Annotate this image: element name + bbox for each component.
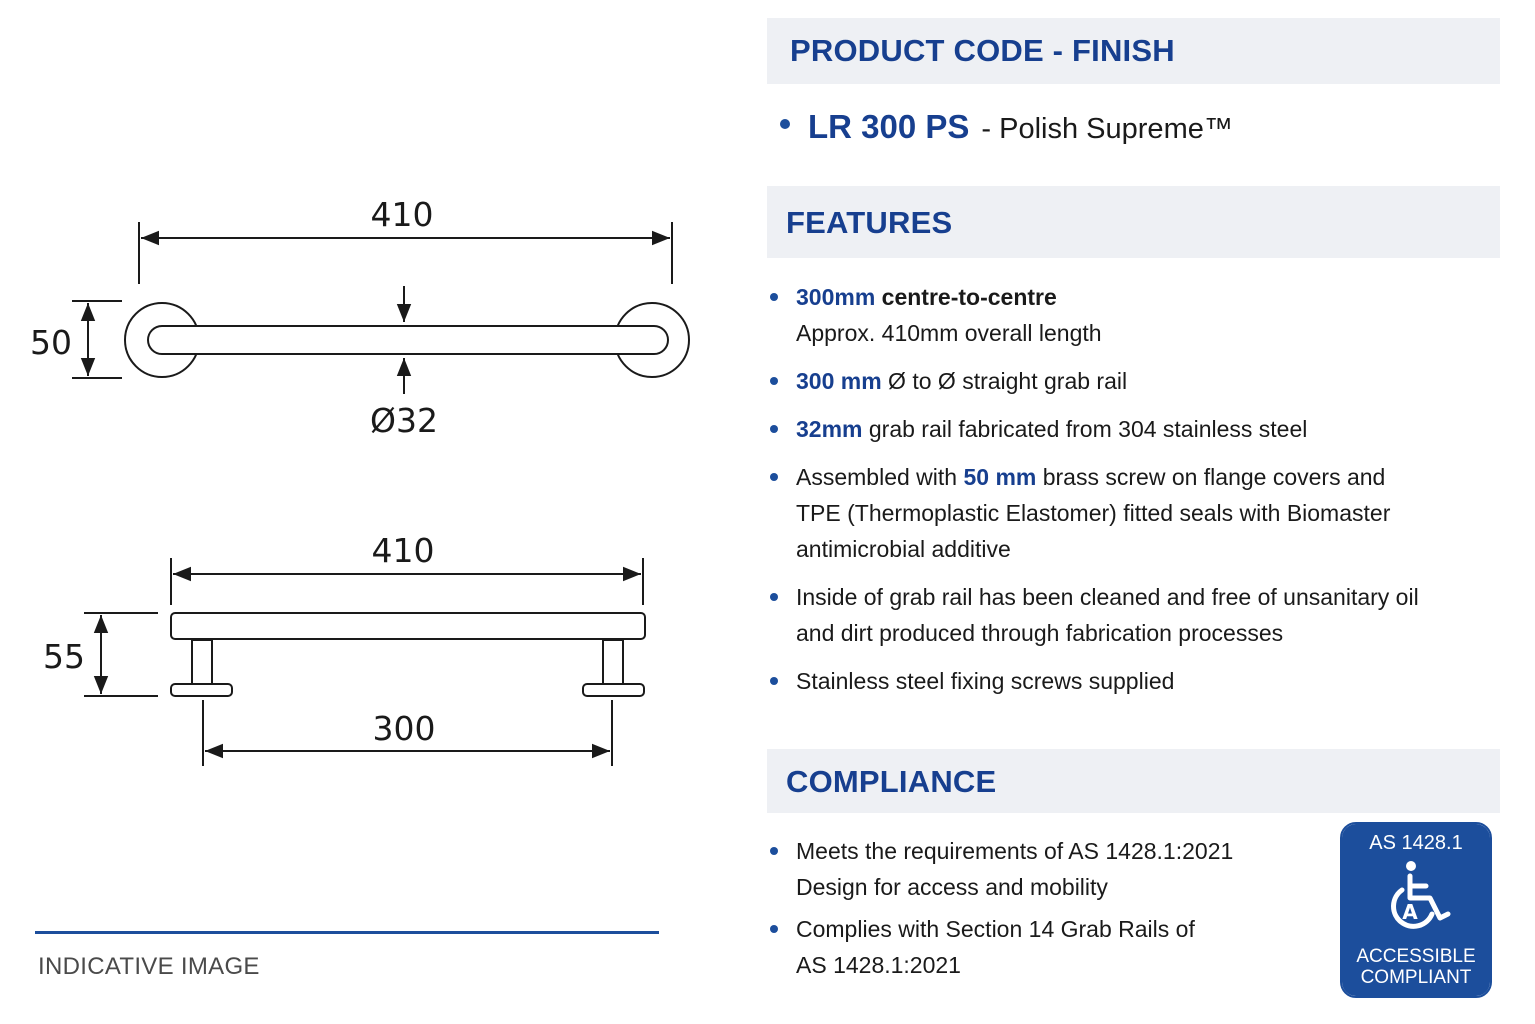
item-text: Ø to Ø straight grab rail xyxy=(881,368,1128,394)
compliance-list: Meets the requirements of AS 1428.1:2021… xyxy=(768,833,1288,989)
top-view xyxy=(72,222,690,394)
wheelchair-icon: A xyxy=(1391,861,1451,929)
item-text: Stainless steel fixing screws supplied xyxy=(796,668,1175,694)
centre-to-centre-label: 300 xyxy=(373,709,436,748)
list-item: 32mm grab rail fabricated from 304 stain… xyxy=(768,411,1468,447)
item-text: Meets the requirements of AS 1428.1:2021 xyxy=(796,838,1234,864)
item-text: antimicrobial additive xyxy=(796,536,1011,562)
item-text: Inside of grab rail has been cleaned and… xyxy=(796,584,1419,610)
item-text: TPE (Thermoplastic Elastomer) fitted sea… xyxy=(796,500,1391,526)
list-item: 300 mm Ø to Ø straight grab rail xyxy=(768,363,1468,399)
side-view xyxy=(84,558,646,766)
compliance-heading: COMPLIANCE xyxy=(786,764,997,799)
item-text: Complies with Section 14 Grab Rails of xyxy=(796,916,1195,942)
highlight: 32mm xyxy=(796,416,863,442)
side-length-label: 410 xyxy=(372,531,435,570)
indicative-image-label: INDICATIVE IMAGE xyxy=(38,953,260,980)
highlight: 300mm xyxy=(796,284,876,310)
list-item: 300mm centre-to-centre Approx. 410mm ove… xyxy=(768,279,1468,351)
footer-divider xyxy=(35,931,659,934)
badge-line-1: ACCESSIBLE xyxy=(1356,946,1476,967)
compliance-header: COMPLIANCE xyxy=(767,749,1500,813)
projection-label: 55 xyxy=(43,637,85,676)
badge-letter: A xyxy=(1402,900,1418,924)
right-base-plate xyxy=(582,683,645,697)
list-item: Assembled with 50 mm brass screw on flan… xyxy=(768,459,1468,567)
item-text: Approx. 410mm overall length xyxy=(796,320,1102,346)
flange-height-label: 50 xyxy=(30,323,72,362)
item-text: grab rail fabricated from 304 stainless … xyxy=(862,416,1308,442)
list-item: Stainless steel fixing screws supplied xyxy=(768,663,1468,699)
list-item: Inside of grab rail has been cleaned and… xyxy=(768,579,1468,651)
product-code-header: PRODUCT CODE - FINISH xyxy=(767,18,1500,84)
item-text: and dirt produced through fabrication pr… xyxy=(796,620,1284,646)
product-finish: - Polish Supreme™ xyxy=(981,113,1233,145)
rail-tube xyxy=(147,325,669,355)
item-text: Design for access and mobility xyxy=(796,874,1108,900)
features-list: 300mm centre-to-centre Approx. 410mm ove… xyxy=(768,279,1468,711)
features-header: FEATURES xyxy=(767,186,1500,258)
item-text: AS 1428.1:2021 xyxy=(796,952,961,978)
item-text: Assembled with xyxy=(796,464,964,490)
list-item: Complies with Section 14 Grab Rails of A… xyxy=(768,911,1288,983)
highlight: 50 mm xyxy=(963,464,1037,490)
highlight: 300 mm xyxy=(796,368,882,394)
list-item: Meets the requirements of AS 1428.1:2021… xyxy=(768,833,1288,905)
technical-drawing: 410 50 Ø32 410 55 300 xyxy=(30,195,690,766)
badge-line-2: COMPLIANT xyxy=(1360,967,1472,988)
product-code: LR 300 PS xyxy=(808,108,970,145)
rail-bar xyxy=(170,612,646,640)
accessible-compliant-badge: AS 1428.1 A ACCESSIBLE COMPLIANT xyxy=(1340,822,1492,998)
left-base-plate xyxy=(170,683,233,697)
badge-standard: AS 1428.1 xyxy=(1369,832,1463,854)
badge-caption: ACCESSIBLE COMPLIANT xyxy=(1342,946,1490,988)
bullet xyxy=(780,119,790,129)
bold-text: centre-to-centre xyxy=(875,284,1057,310)
features-heading: FEATURES xyxy=(786,205,953,240)
top-length-label: 410 xyxy=(371,195,434,234)
diameter-label: Ø32 xyxy=(370,401,438,440)
item-text: brass screw on flange covers and xyxy=(1036,464,1386,490)
product-code-line: LR 300 PS - Polish Supreme™ xyxy=(780,108,1233,146)
product-code-heading: PRODUCT CODE - FINISH xyxy=(790,33,1175,68)
